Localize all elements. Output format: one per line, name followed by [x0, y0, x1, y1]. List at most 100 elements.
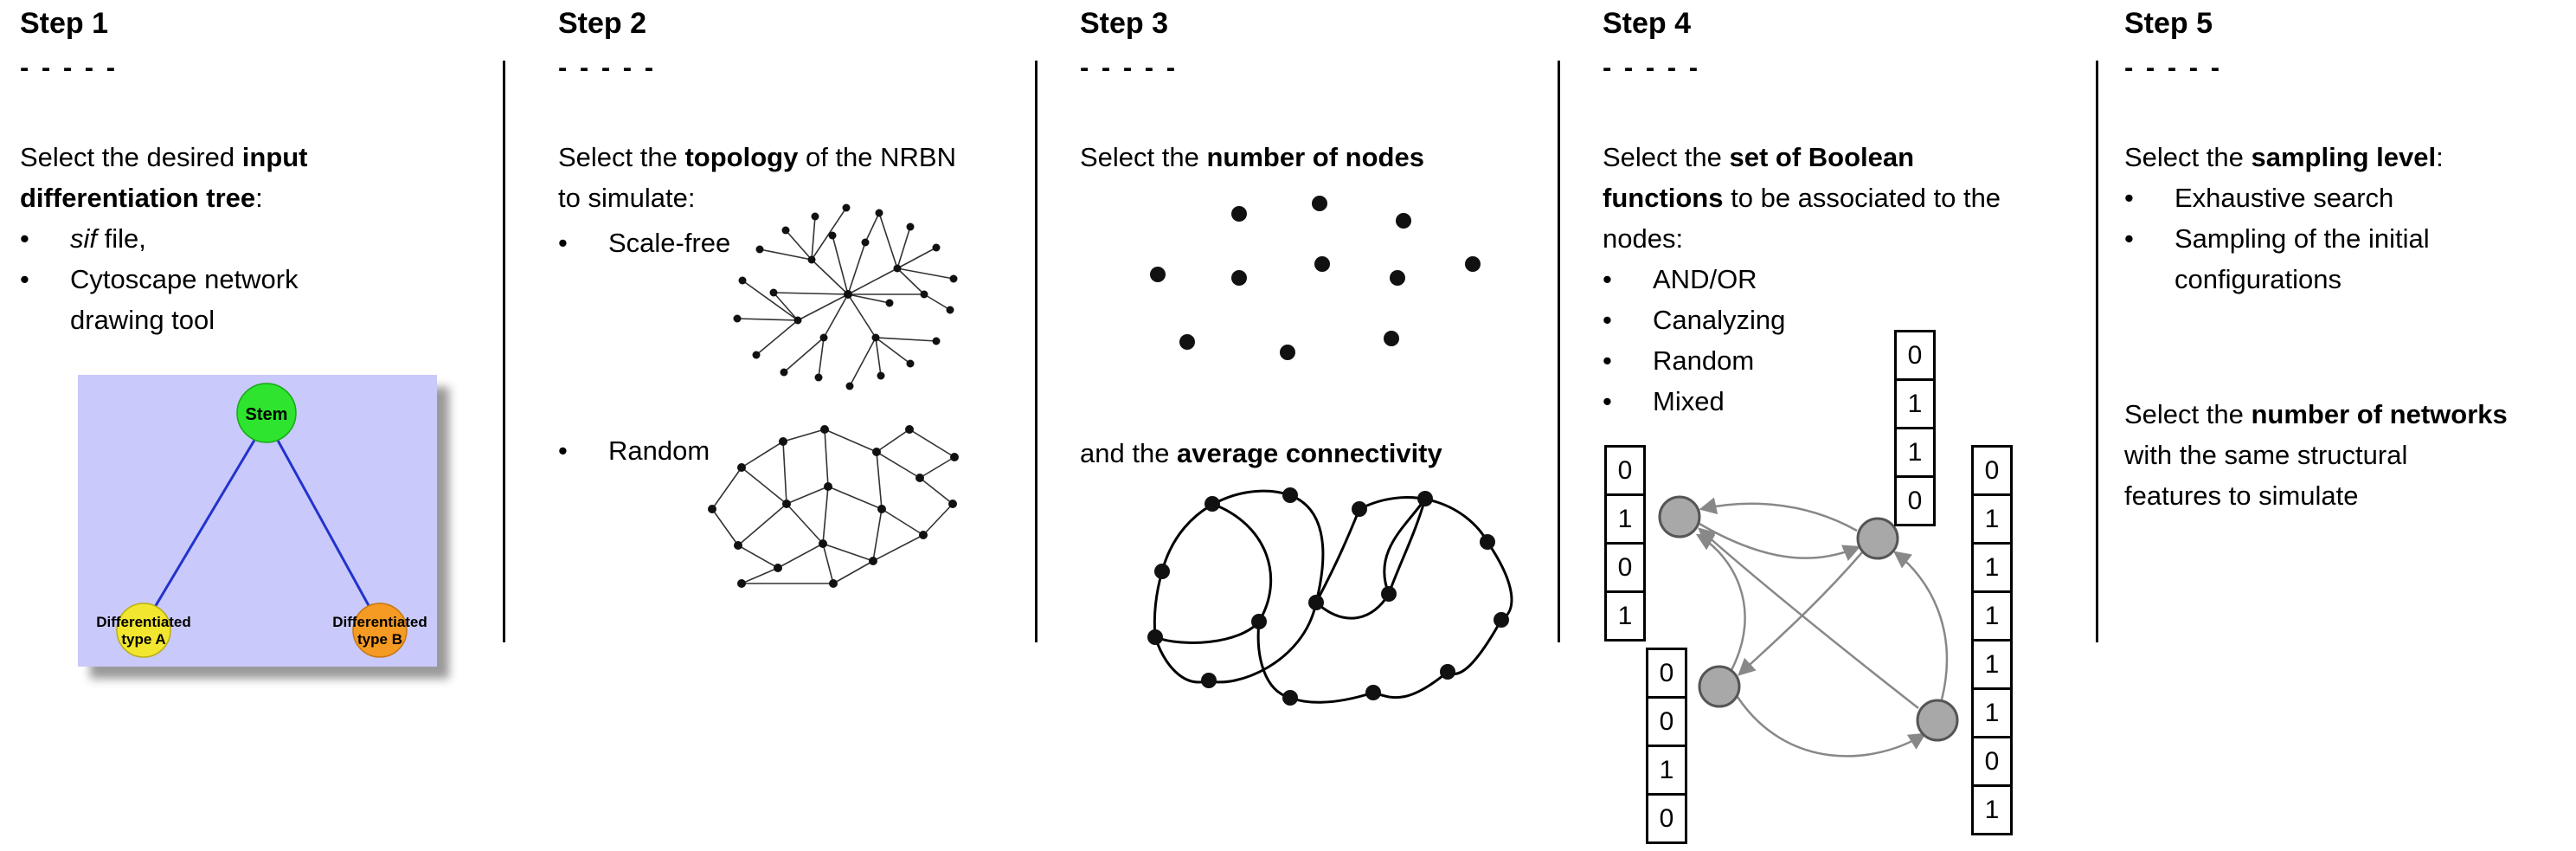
bullet-text: Exhaustive search: [2175, 183, 2394, 213]
step-5-column: Step 5 - - - - - Select the sampling lev…: [2124, 0, 2566, 851]
text-run-bold: sampling level: [2251, 142, 2437, 172]
boolean-cell: 1: [1971, 687, 2013, 738]
bullet-text: AND/OR: [1653, 264, 1757, 294]
truth-table-top: 0 1 1 0: [1894, 330, 1936, 526]
bullet-icon: •: [1603, 305, 1612, 335]
type-a-node: [116, 603, 171, 658]
text-run: :: [2436, 142, 2444, 172]
bullet-icon: •: [558, 435, 568, 466]
boolean-cell: 0: [1646, 793, 1687, 844]
boolean-cell: 0: [1894, 475, 1936, 526]
step-4-description: Select the set of Boolean functions to b…: [1603, 137, 2009, 259]
text-run-bold: input differentiation tree: [20, 142, 308, 213]
column-divider-3: [1558, 61, 1560, 642]
step-1-bullet-cytoscape: • Cytoscape network drawing tool: [20, 259, 347, 340]
step-1-bullet-sif-file: • sif file,: [20, 218, 146, 259]
boolean-network-figure: [1658, 495, 1959, 758]
bullet-text: Canalyzing: [1653, 305, 1786, 335]
type-b-node: [352, 603, 408, 658]
text-run-bold: average connectivity: [1177, 438, 1442, 468]
step-4-bullet-random: • Random: [1603, 340, 1754, 381]
step-1-title: Step 1: [20, 7, 109, 40]
bullet-icon: •: [20, 223, 29, 254]
step-2-description: Select the topology of the NRBN to simul…: [558, 137, 956, 218]
bullet-text: Cytoscape network drawing tool: [70, 264, 299, 335]
bullet-text: Sampling of the initial configurations: [2175, 223, 2430, 294]
step-4-column: Step 4 - - - - - Select the set of Boole…: [1603, 0, 2096, 851]
boolean-cell: 1: [1971, 542, 2013, 593]
scale-free-network-figure: [733, 203, 958, 390]
type-a-label-line1: Differentiated: [96, 614, 191, 630]
column-divider-4: [2096, 61, 2098, 642]
truth-table-left: 0 1 0 1: [1604, 445, 1646, 641]
step-2-column: Step 2 - - - - - Select the topology of …: [558, 0, 1017, 851]
step-4-bullet-and-or: • AND/OR: [1603, 259, 1757, 300]
boolean-cell: 1: [1604, 493, 1646, 545]
text-run: Select the: [558, 142, 685, 172]
edge-stem-to-type-a: [142, 419, 268, 627]
boolean-cell: 1: [1971, 639, 2013, 690]
step-3-description-nodes: Select the number of nodes: [1080, 137, 1539, 177]
edge-stem-to-type-b: [265, 419, 382, 627]
step-3-dashes: - - - - -: [1080, 52, 1179, 82]
bullet-text: sif file,: [70, 218, 146, 259]
text-run-bold: set of Boolean functions: [1603, 142, 1915, 213]
type-b-label-line2: type B: [357, 631, 402, 648]
step-5-description-sampling: Select the sampling level:: [2124, 137, 2557, 177]
random-network-figure: [708, 425, 959, 588]
step-4-title: Step 4: [1603, 7, 1692, 40]
boolean-cell: 0: [1971, 736, 2013, 787]
boolean-cell: 1: [1604, 590, 1646, 641]
truth-table-bottom-left: 0 0 1 0: [1646, 648, 1687, 844]
scale-free-network-nodes: [733, 203, 958, 390]
column-divider-2: [1035, 61, 1037, 642]
step-1-description: Select the desired input differentiation…: [20, 137, 392, 218]
boolean-cell: 1: [1971, 493, 2013, 545]
step-5-title: Step 5: [2124, 7, 2213, 40]
text-run: with the same structural features to sim…: [2124, 440, 2408, 511]
boolean-cell: 0: [1646, 648, 1687, 699]
tree-edges: [142, 419, 382, 627]
boolean-node-3: [1698, 665, 1741, 708]
step-1-column: Step 1 - - - - - Select the desired inpu…: [20, 0, 491, 851]
boolean-node-2: [1856, 517, 1899, 560]
step-4-bullet-canalyzing: • Canalyzing: [1603, 300, 1785, 340]
boolean-network-nodes: [1658, 495, 1959, 742]
step-1-dashes: - - - - -: [20, 52, 119, 82]
bullet-text: Random: [608, 435, 710, 466]
boolean-cell: 0: [1604, 445, 1646, 496]
text-run: and the: [1080, 438, 1178, 468]
bullet-text: Scale-free: [608, 228, 731, 258]
text-run-bold: number of networks: [2251, 399, 2508, 429]
text-run: Select the: [2124, 142, 2252, 172]
connectivity-tangle-figure: [1147, 487, 1513, 706]
step-3-title: Step 3: [1080, 7, 1169, 40]
boolean-node-4: [1916, 699, 1959, 742]
bullet-icon: •: [20, 264, 29, 294]
step-2-title: Step 2: [558, 7, 647, 40]
node-dots: [1150, 196, 1481, 360]
step-2-bullet-random: • Random: [558, 430, 710, 471]
boolean-cell: 1: [1894, 378, 1936, 429]
stem-node: [236, 383, 297, 443]
step-4-bullet-mixed: • Mixed: [1603, 381, 1725, 422]
bullet-icon: •: [558, 228, 568, 258]
text-run: of the NRBN to simulate:: [558, 142, 956, 213]
stem-label: Stem: [246, 405, 288, 424]
boolean-network-edges: [1695, 497, 1949, 758]
step-5-description-networks: Select the number of networks with the s…: [2124, 394, 2509, 516]
column-divider-1: [503, 61, 505, 642]
nodes-dots-figure: [1150, 196, 1481, 360]
text-run-bold: topology: [684, 142, 799, 172]
step-3-column: Step 3 - - - - - Select the number of no…: [1080, 0, 1539, 851]
type-a-label-line2: type A: [121, 631, 165, 648]
bullet-text: Random: [1653, 345, 1755, 376]
bullet-text: Mixed: [1653, 386, 1725, 416]
text-run: Select the desired: [20, 142, 242, 172]
step-4-dashes: - - - - -: [1603, 52, 1701, 82]
truth-table-right: 0 1 1 1 1 1 0 1: [1971, 445, 2013, 835]
bullet-icon: •: [1603, 386, 1612, 416]
boolean-cell: 0: [1894, 330, 1936, 381]
boolean-cell: 1: [1971, 784, 2013, 835]
